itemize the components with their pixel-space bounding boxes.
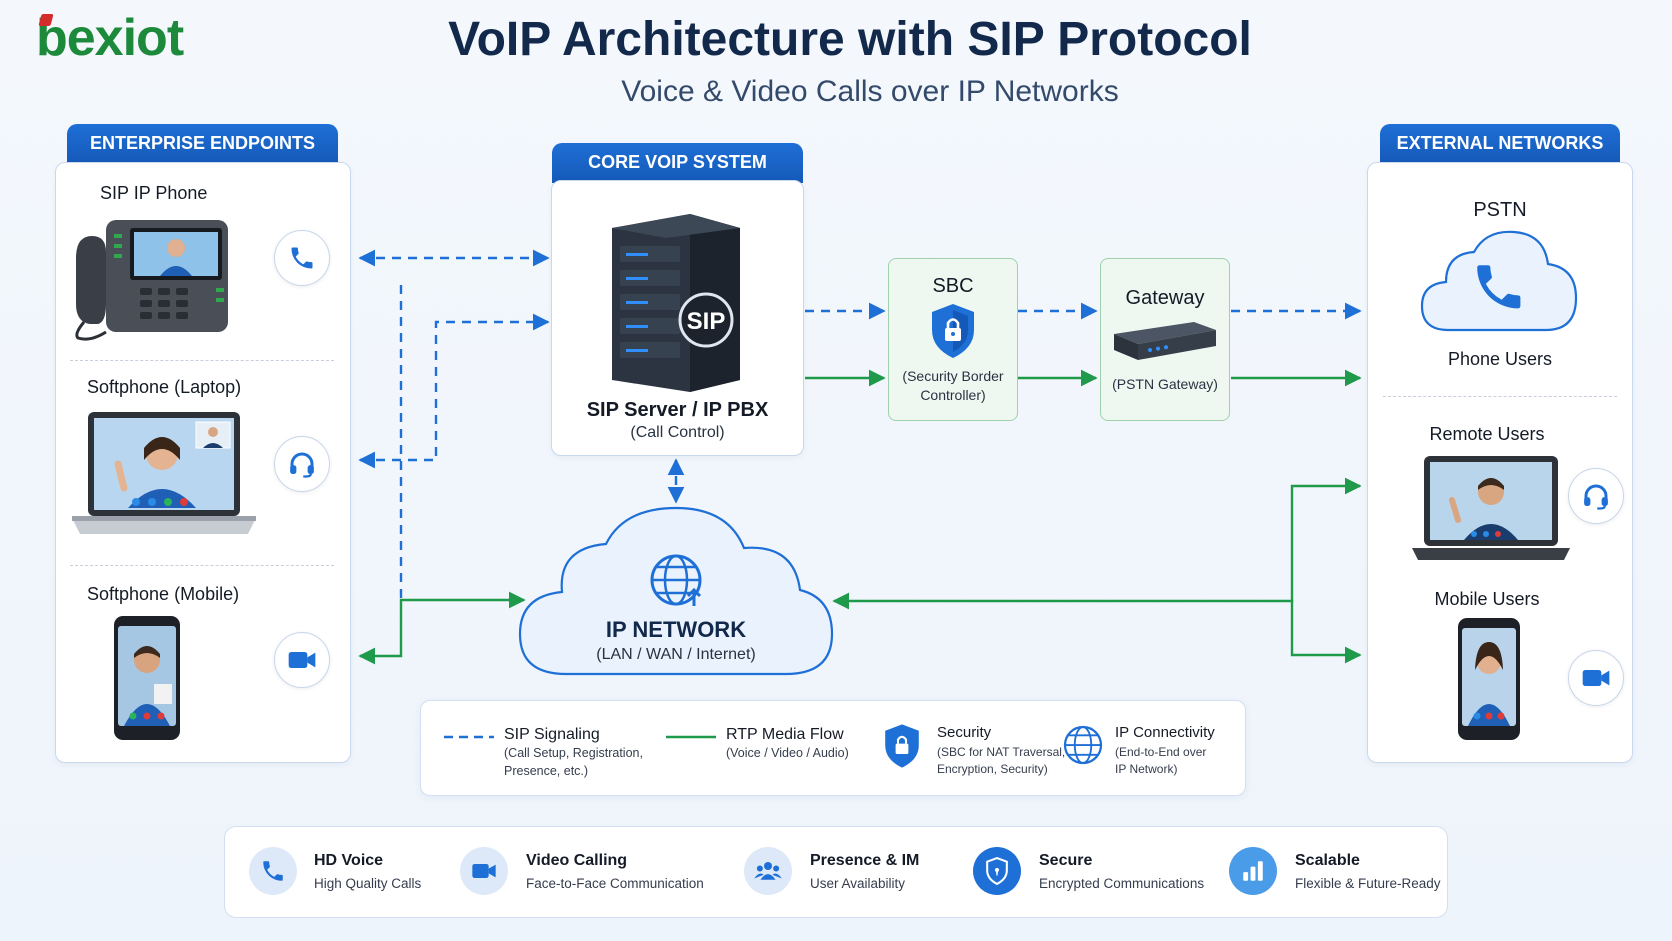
headset-icon	[1584, 484, 1608, 510]
shield-lock-icon	[932, 304, 974, 358]
legend-sip-desc-2: Presence, etc.)	[504, 764, 589, 778]
video-camera-icon	[472, 864, 496, 878]
endpoint-label-ip-phone: SIP IP Phone	[100, 183, 208, 203]
external-tab: EXTERNAL NETWORKS	[1380, 124, 1620, 164]
core-tab: CORE VOIP SYSTEM	[552, 143, 803, 183]
globe-network-icon	[650, 554, 702, 606]
legend-ip-desc-2: IP Network)	[1115, 762, 1178, 776]
endpoint-label-laptop: Softphone (Laptop)	[87, 377, 242, 397]
enterprise-tab: ENTERPRISE ENDPOINTS	[67, 124, 338, 164]
legend-security-title: Security	[937, 724, 992, 741]
mobile-users-video-button[interactable]	[1568, 650, 1624, 706]
legend-security-desc-2: Encryption, Security)	[937, 762, 1048, 776]
feature-title-hd-voice: HD Voice	[314, 852, 384, 869]
bar-chart-icon	[1243, 861, 1263, 881]
laptop-softphone-image	[72, 412, 256, 534]
feature-title-presence: Presence & IM	[810, 852, 920, 869]
feature-icon-presence	[744, 847, 792, 895]
legend-ip-desc-1: (End-to-End over	[1115, 745, 1207, 759]
ip-network-sublabel: (LAN / WAN / Internet)	[596, 646, 756, 663]
gateway-sublabel: (PSTN Gateway)	[1112, 376, 1218, 392]
headset-icon	[290, 452, 314, 478]
legend-globe-icon	[1063, 725, 1103, 765]
mobile-users-phone-image	[1458, 618, 1520, 740]
gateway-title: Gateway	[1125, 287, 1205, 309]
pstn-title: PSTN	[1473, 199, 1527, 221]
page-subtitle: Voice & Video Calls over IP Networks	[621, 75, 1119, 108]
laptop-headset-button[interactable]	[274, 436, 330, 492]
legend-security-desc-1: (SBC for NAT Traversal,	[937, 745, 1066, 759]
remote-users-laptop-image	[1412, 456, 1570, 560]
sbc-sublabel-2: Controller)	[920, 387, 986, 403]
shield-icon	[986, 856, 1008, 886]
video-camera-icon	[288, 652, 316, 668]
sip-server-image: SIP	[612, 214, 740, 392]
sip-badge: SIP	[687, 308, 726, 335]
feature-title-scalable: Scalable	[1295, 852, 1360, 869]
legend-ip-title: IP Connectivity	[1115, 724, 1215, 741]
feature-sub-video: Face-to-Face Communication	[526, 876, 704, 891]
mobile-users-label: Mobile Users	[1434, 589, 1540, 609]
gateway-device-image	[1114, 322, 1216, 360]
remote-users-label: Remote Users	[1429, 424, 1545, 444]
sbc-sublabel-1: (Security Border	[902, 368, 1004, 384]
feature-icon-secure	[973, 847, 1021, 895]
feature-icon-video	[460, 847, 508, 895]
phone-call-button[interactable]	[274, 230, 330, 286]
feature-sub-secure: Encrypted Communications	[1039, 876, 1205, 891]
legend-panel	[420, 700, 1246, 796]
users-icon	[754, 862, 782, 880]
legend-rtp-line	[666, 735, 716, 739]
legend-security-icon	[885, 724, 919, 768]
phone-icon	[263, 861, 283, 881]
video-camera-icon	[1582, 670, 1610, 686]
rtp-link-network-remote	[832, 477, 1362, 610]
feature-title-secure: Secure	[1039, 852, 1093, 869]
feature-icon-hd-voice	[249, 847, 297, 895]
legend-rtp-desc: (Voice / Video / Audio)	[726, 746, 849, 760]
legend-sip-desc-1: (Call Setup, Registration,	[504, 746, 643, 760]
feature-sub-presence: User Availability	[810, 876, 906, 891]
sip-server-sublabel: (Call Control)	[630, 424, 725, 441]
feature-sub-scalable: Flexible & Future-Ready	[1295, 876, 1441, 891]
pstn-cloud-image	[1420, 230, 1578, 332]
legend-rtp-title: RTP Media Flow	[726, 726, 844, 743]
sip-server-label: SIP Server / IP PBX	[586, 399, 769, 421]
mobile-softphone-image	[114, 616, 180, 740]
page-title: VoIP Architecture with SIP Protocol	[448, 13, 1252, 66]
sbc-title: SBC	[932, 275, 974, 297]
sip-link-laptop	[358, 313, 550, 469]
external-divider	[1383, 396, 1617, 397]
endpoint-divider	[70, 565, 334, 566]
feature-title-video: Video Calling	[526, 852, 628, 869]
ip-phone-image	[75, 220, 228, 341]
legend-sip-title: SIP Signaling	[504, 726, 600, 743]
legend-sip-line	[444, 735, 494, 739]
feature-icon-scalable	[1229, 847, 1277, 895]
brand-logo: bexiot	[36, 9, 184, 67]
rtp-link-mobile-network	[358, 591, 526, 665]
ip-network-title: IP NETWORK	[605, 617, 747, 642]
remote-headset-button[interactable]	[1568, 468, 1624, 524]
rtp-link-network-mobile	[1290, 600, 1362, 664]
feature-sub-hd-voice: High Quality Calls	[314, 876, 422, 891]
phone-icon	[291, 247, 313, 269]
ip-network-cloud	[518, 506, 834, 676]
mobile-video-button[interactable]	[274, 632, 330, 688]
pstn-sublabel: Phone Users	[1447, 349, 1553, 369]
endpoint-divider	[70, 360, 334, 361]
endpoint-label-mobile: Softphone (Mobile)	[87, 584, 240, 604]
